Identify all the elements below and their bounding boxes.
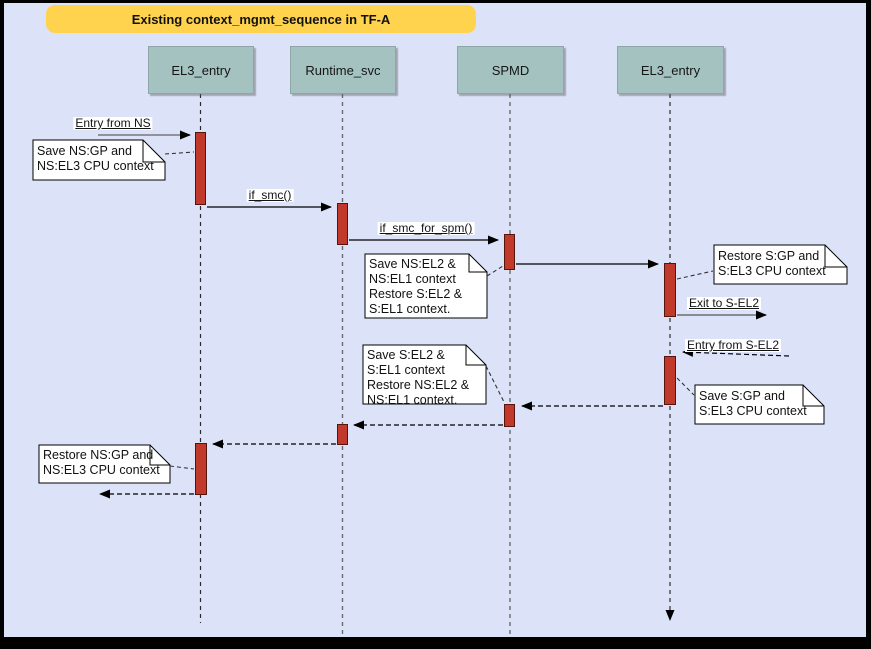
note-save-ns-gp: Save NS:GP and NS:EL3 CPU context [37, 144, 154, 173]
message-label-exit-to-s-el2: Exit to S-EL2 [686, 296, 762, 310]
note-connector-1 [164, 151, 195, 155]
lifeline-label: SPMD [491, 62, 530, 78]
note-save-ns-el2: Save NS:EL2 & NS:EL1 context Restore S:E… [369, 257, 463, 316]
note-shape-save-s-el2 [362, 344, 487, 405]
note-connector-3 [676, 270, 714, 280]
note-shape-save-ns-el2 [364, 253, 488, 319]
note-shape-restore-ns-gp [38, 444, 171, 484]
note-connector-6 [169, 465, 195, 470]
diagram-background [4, 3, 866, 637]
lifeline-header-runtime-svc: Runtime_svc [290, 46, 396, 94]
activation-runtime-svc-b [337, 424, 348, 445]
diagram-title-text: Existing context_mgmt_sequence in TF-A [131, 11, 391, 27]
note-shape-save-ns-gp [32, 139, 166, 181]
lifeline-header-el3-entry-2: EL3_entry [617, 46, 724, 94]
activation-runtime-svc-a [337, 203, 348, 245]
note-connector-2 [486, 265, 504, 277]
note-save-s-gp: Save S:GP and S:EL3 CPU context [699, 389, 807, 418]
diagram-title: Existing context_mgmt_sequence in TF-A [46, 5, 476, 33]
activation-el3-entry-1-b [195, 443, 207, 495]
message-label-entry-from-ns: Entry from NS [73, 116, 153, 130]
note-save-s-el2: Save S:EL2 & S:EL1 context Restore NS:EL… [367, 348, 470, 407]
note-restore-s-gp: Restore S:GP and S:EL3 CPU context [718, 249, 826, 278]
activation-el3-entry-2-b [664, 356, 676, 405]
lifeline-header-spmd: SPMD [457, 46, 564, 94]
lifeline-header-el3-entry-1: EL3_entry [148, 46, 254, 94]
lifeline-label: EL3_entry [171, 62, 231, 78]
message-label-if-smc: if_smc() [246, 188, 294, 202]
note-connector-5 [676, 377, 695, 396]
activation-spmd-b [504, 404, 515, 427]
note-restore-ns-gp: Restore NS:GP and NS:EL3 CPU context [43, 448, 160, 477]
note-connector-4 [485, 365, 505, 403]
lifeline-label: EL3_entry [640, 62, 701, 78]
message-label-entry-from-s-el2: Entry from S-EL2 [684, 338, 782, 352]
activation-el3-entry-1-a [195, 132, 206, 205]
lifeline-label: Runtime_svc [305, 62, 381, 78]
note-shape-save-s-gp [694, 384, 825, 425]
note-shape-restore-s-gp [713, 244, 848, 285]
activation-el3-entry-2-a [664, 263, 676, 317]
message-label-if-smc-for-spm: if_smc_for_spm() [377, 221, 475, 235]
message-entry-from-s-el2 [682, 347, 790, 357]
activation-spmd-a [504, 234, 515, 270]
